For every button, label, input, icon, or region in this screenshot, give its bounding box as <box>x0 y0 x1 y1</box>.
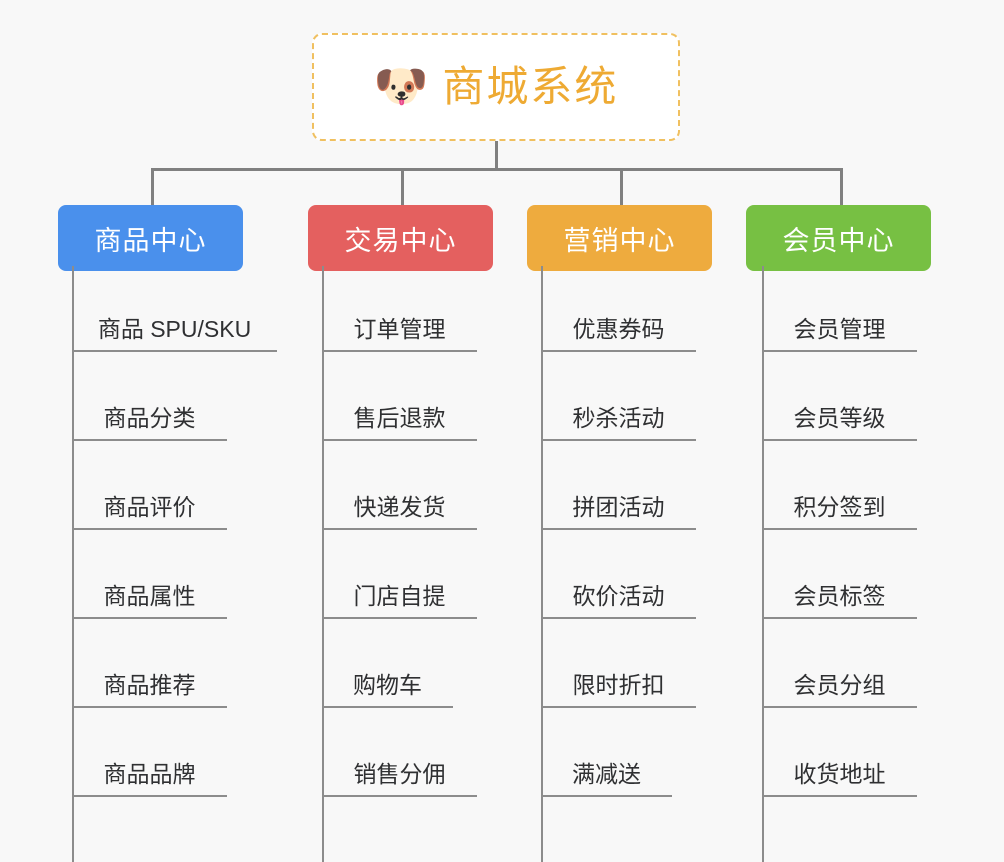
dog-face-icon: 🐶 <box>373 62 429 111</box>
mindmap-canvas: 🐶 商城系统 商品中心商品 SPU/SKU 商品分类商品评价商品属性商品推荐商品品… <box>58 33 931 862</box>
leaf-item[interactable]: 限时折扣 <box>541 674 696 708</box>
leaf-item[interactable]: 满减送 <box>541 763 672 797</box>
branch-drop-line-trade-center <box>401 168 404 205</box>
leaf-item[interactable]: 快递发货 <box>322 496 477 530</box>
branch-drop-line-product-center <box>151 168 154 205</box>
root-title: 商城系统 <box>442 63 619 110</box>
leaf-item[interactable]: 订单管理 <box>322 318 477 352</box>
branch-header-member-center[interactable]: 会员中心 <box>746 205 931 271</box>
branch-header-product-center[interactable]: 商品中心 <box>58 205 243 271</box>
branch-spine-member-center <box>762 266 764 862</box>
leaf-item[interactable]: 购物车 <box>322 674 453 708</box>
leaf-item[interactable]: 优惠券码 <box>541 318 696 352</box>
leaf-item[interactable]: 商品 SPU/SKU <box>72 318 277 352</box>
leaf-item[interactable]: 会员标签 <box>762 585 917 619</box>
branch-header-marketing-center[interactable]: 营销中心 <box>527 205 712 271</box>
leaf-item[interactable]: 收货地址 <box>762 763 917 797</box>
leaf-item[interactable]: 商品属性 <box>72 585 227 619</box>
leaf-item[interactable]: 商品评价 <box>72 496 227 530</box>
branch-drop-line-member-center <box>840 168 843 205</box>
leaf-item[interactable]: 拼团活动 <box>541 496 696 530</box>
leaf-item[interactable]: 积分签到 <box>762 496 917 530</box>
leaf-item[interactable]: 售后退款 <box>322 407 477 441</box>
leaf-item[interactable]: 门店自提 <box>322 585 477 619</box>
root-stem-line <box>495 141 498 171</box>
branch-spine-marketing-center <box>541 266 543 862</box>
leaf-item[interactable]: 会员管理 <box>762 318 917 352</box>
leaf-item[interactable]: 砍价活动 <box>541 585 696 619</box>
branch-drop-line-marketing-center <box>620 168 623 205</box>
leaf-item[interactable]: 会员等级 <box>762 407 917 441</box>
leaf-item[interactable]: 会员分组 <box>762 674 917 708</box>
leaf-item[interactable]: 商品分类 <box>72 407 227 441</box>
leaf-item[interactable]: 商品推荐 <box>72 674 227 708</box>
leaf-item[interactable]: 销售分佣 <box>322 763 477 797</box>
branch-header-trade-center[interactable]: 交易中心 <box>308 205 493 271</box>
leaf-item[interactable]: 商品品牌 <box>72 763 227 797</box>
root-node[interactable]: 🐶 商城系统 <box>312 33 680 141</box>
branch-spine-product-center <box>72 266 74 862</box>
branch-spine-trade-center <box>322 266 324 862</box>
branch-bus-line <box>151 168 843 171</box>
leaf-item[interactable]: 秒杀活动 <box>541 407 696 441</box>
